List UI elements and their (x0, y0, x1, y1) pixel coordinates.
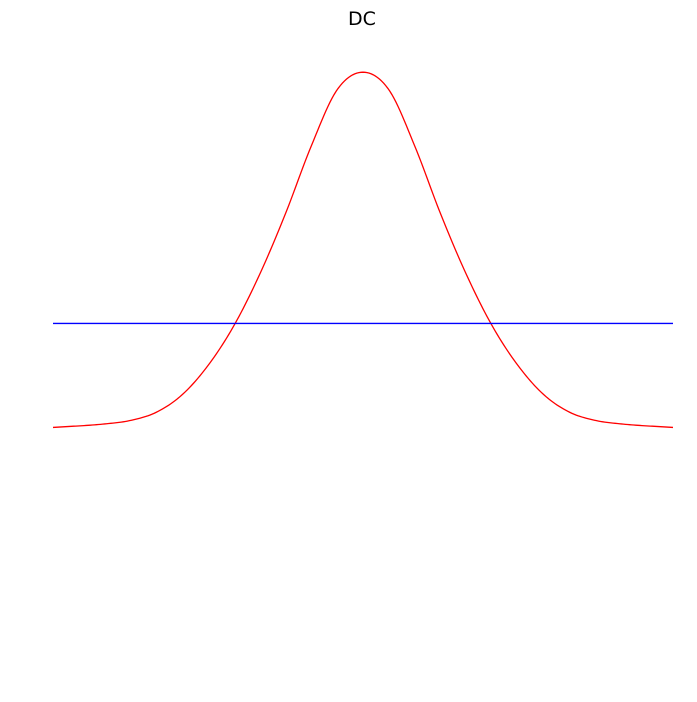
chart-title: DC (348, 8, 376, 30)
series-line-curve (52, 71, 674, 429)
plot-area (52, 71, 674, 429)
